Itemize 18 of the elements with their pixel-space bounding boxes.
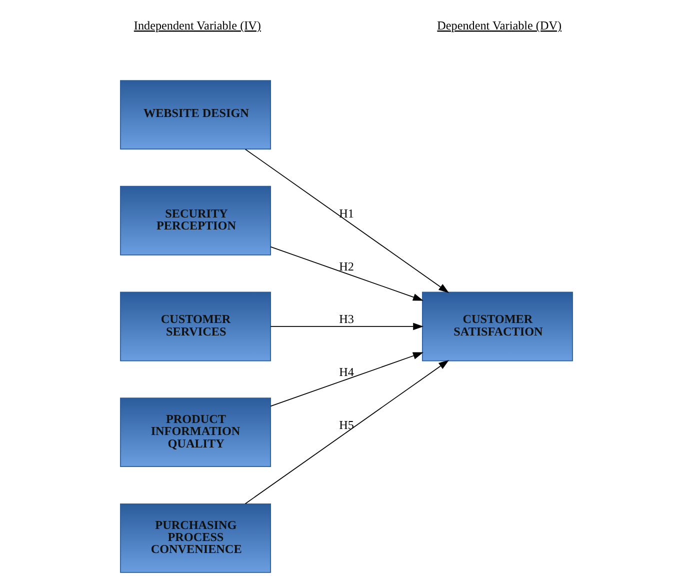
edge-label: H3 (338, 312, 354, 326)
arrow (270, 322, 424, 330)
node-box: PRODUCT INFORMATION QUALITY (120, 398, 271, 468)
node-box: WEBSITE DESIGN (120, 80, 271, 150)
label: Independent Variable (IV) (133, 18, 260, 32)
node-box: SECURITY PERCEPTION (120, 186, 271, 256)
edge-label: H2 (338, 259, 354, 274)
arrow (244, 360, 449, 504)
arrow (270, 246, 423, 301)
edge-label: H1 (338, 206, 354, 220)
node-box: PURCHASING PROCESS CONVENIENCE (120, 504, 271, 573)
node-box: CUSTOMER SERVICES (120, 292, 271, 362)
arrow (270, 352, 423, 407)
node-box: CUSTOMER SATISFACTION (421, 292, 572, 362)
edge-label: H5 (338, 418, 354, 432)
arrow (244, 148, 449, 293)
edge-label: H4 (338, 365, 354, 380)
label: Dependent Variable (DV) (436, 18, 562, 32)
